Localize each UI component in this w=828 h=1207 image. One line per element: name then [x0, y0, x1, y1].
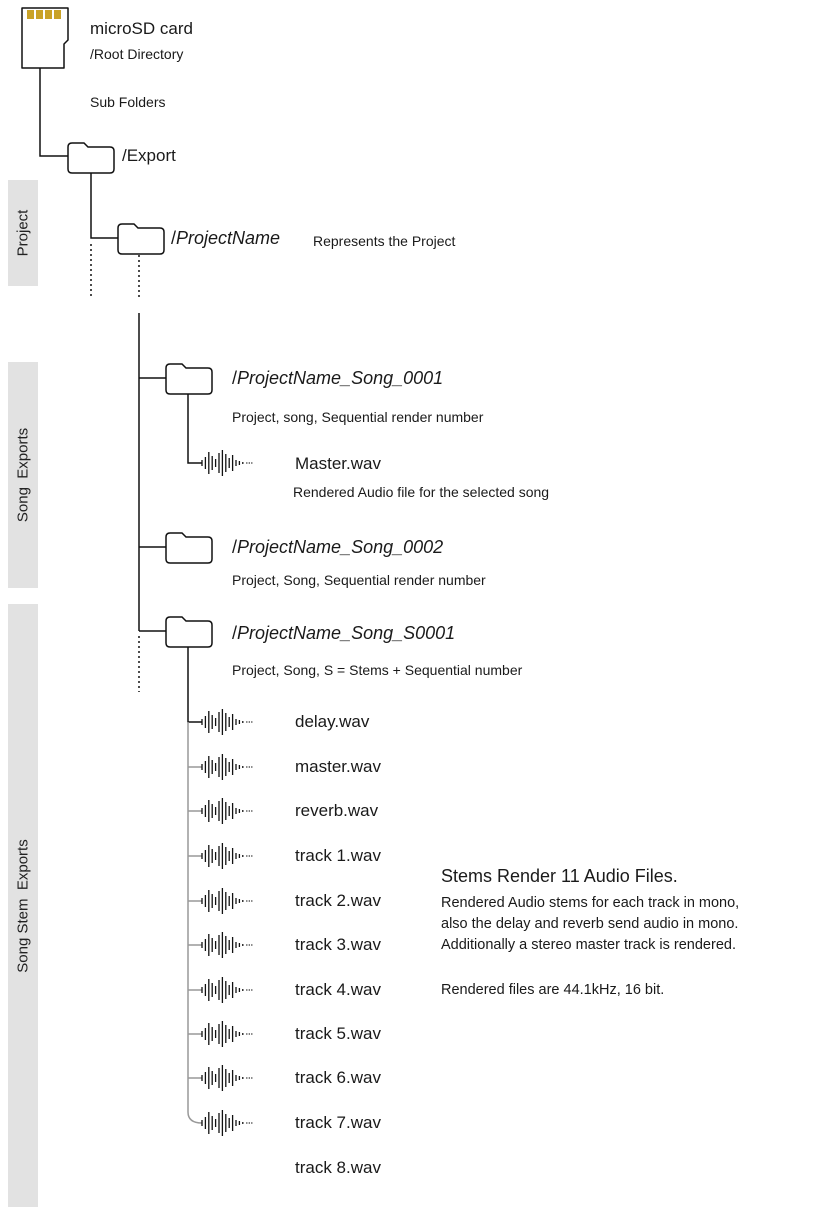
stem-file-name: track 4.wav: [295, 980, 381, 999]
song-0002-folder-name: /ProjectName_Song_0002: [232, 537, 443, 558]
stem-file-name: track 2.wav: [295, 891, 381, 910]
song-0001-slash: /: [232, 368, 238, 388]
waveform-icon: [201, 843, 253, 869]
project-folder-name-text: ProjectName: [176, 228, 281, 248]
project-band: Project: [8, 180, 38, 286]
master-file-description: Rendered Audio file for the selected son…: [293, 484, 550, 500]
stems-note-line-1: Rendered Audio stems for each track in m…: [441, 895, 740, 911]
stems-folder-icon: [165, 616, 213, 648]
song-stem-exports-band: Song Stem Exports: [8, 604, 38, 1207]
stem-file-name: master.wav: [295, 757, 381, 776]
stems-note-format: Rendered files are 44.1kHz, 16 bit.: [441, 982, 665, 998]
song-0001-folder-name: /ProjectName_Song_0001: [232, 368, 443, 389]
stem-file-name: track 6.wav: [295, 1068, 381, 1087]
stem-file-name: track 8.wav: [295, 1158, 381, 1177]
song-0002-name-text: ProjectName_Song_0002: [237, 537, 444, 557]
waveform-icon: [201, 1065, 253, 1091]
song-0001-name-text: ProjectName_Song_0001: [237, 368, 444, 388]
waveform-icon: [201, 754, 253, 780]
project-folder-name: /ProjectName: [171, 228, 280, 249]
master-file-name: Master.wav: [295, 454, 381, 473]
sd-card-icon: [21, 7, 69, 69]
song-0002-description: Project, Song, Sequential render number: [232, 572, 486, 588]
project-description: Represents the Project: [313, 233, 456, 249]
waveform-icon: [201, 977, 253, 1003]
stem-file-name: track 3.wav: [295, 935, 381, 954]
export-folder-name: /Export: [122, 146, 176, 165]
project-folder-icon: [117, 223, 165, 255]
song-0002-slash: /: [232, 537, 238, 557]
song-0001-description: Project, song, Sequential render number: [232, 409, 484, 425]
project-folder-slash: /: [171, 228, 177, 248]
waveform-icon: [201, 709, 253, 735]
root-title: microSD card: [90, 19, 193, 38]
waveform-icon: [201, 932, 253, 958]
stems-folder-slash: /: [232, 623, 238, 643]
song-0002-folder-icon: [165, 532, 213, 564]
waveform-icon: [201, 450, 253, 476]
stems-note-line-3: Additionally a stereo master track is re…: [441, 937, 736, 953]
song-exports-band: Song Exports: [8, 362, 38, 588]
stem-file-name: track 7.wav: [295, 1113, 381, 1132]
stems-folder-name-text: ProjectName_Song_S0001: [237, 623, 456, 643]
waveform-icon: [201, 888, 253, 914]
stems-note-title: Stems Render 11 Audio Files.: [441, 866, 678, 886]
stem-file-name: delay.wav: [295, 712, 370, 731]
sub-folders-label: Sub Folders: [90, 94, 166, 110]
export-folder-icon: [67, 142, 115, 174]
root-subtitle: /Root Directory: [90, 46, 184, 62]
stems-note-line-2: also the delay and reverb send audio in …: [441, 916, 739, 932]
waveform-icon: [201, 1110, 253, 1136]
waveform-icon: [201, 798, 253, 824]
stem-file-name: reverb.wav: [295, 801, 379, 820]
stems-folder-description: Project, Song, S = Stems + Sequential nu…: [232, 662, 523, 678]
stem-file-name: track 5.wav: [295, 1024, 381, 1043]
stems-folder-name: /ProjectName_Song_S0001: [232, 623, 455, 644]
waveform-icon: [201, 1021, 253, 1047]
song-0001-folder-icon: [165, 363, 213, 395]
stem-file-name: track 1.wav: [295, 846, 381, 865]
